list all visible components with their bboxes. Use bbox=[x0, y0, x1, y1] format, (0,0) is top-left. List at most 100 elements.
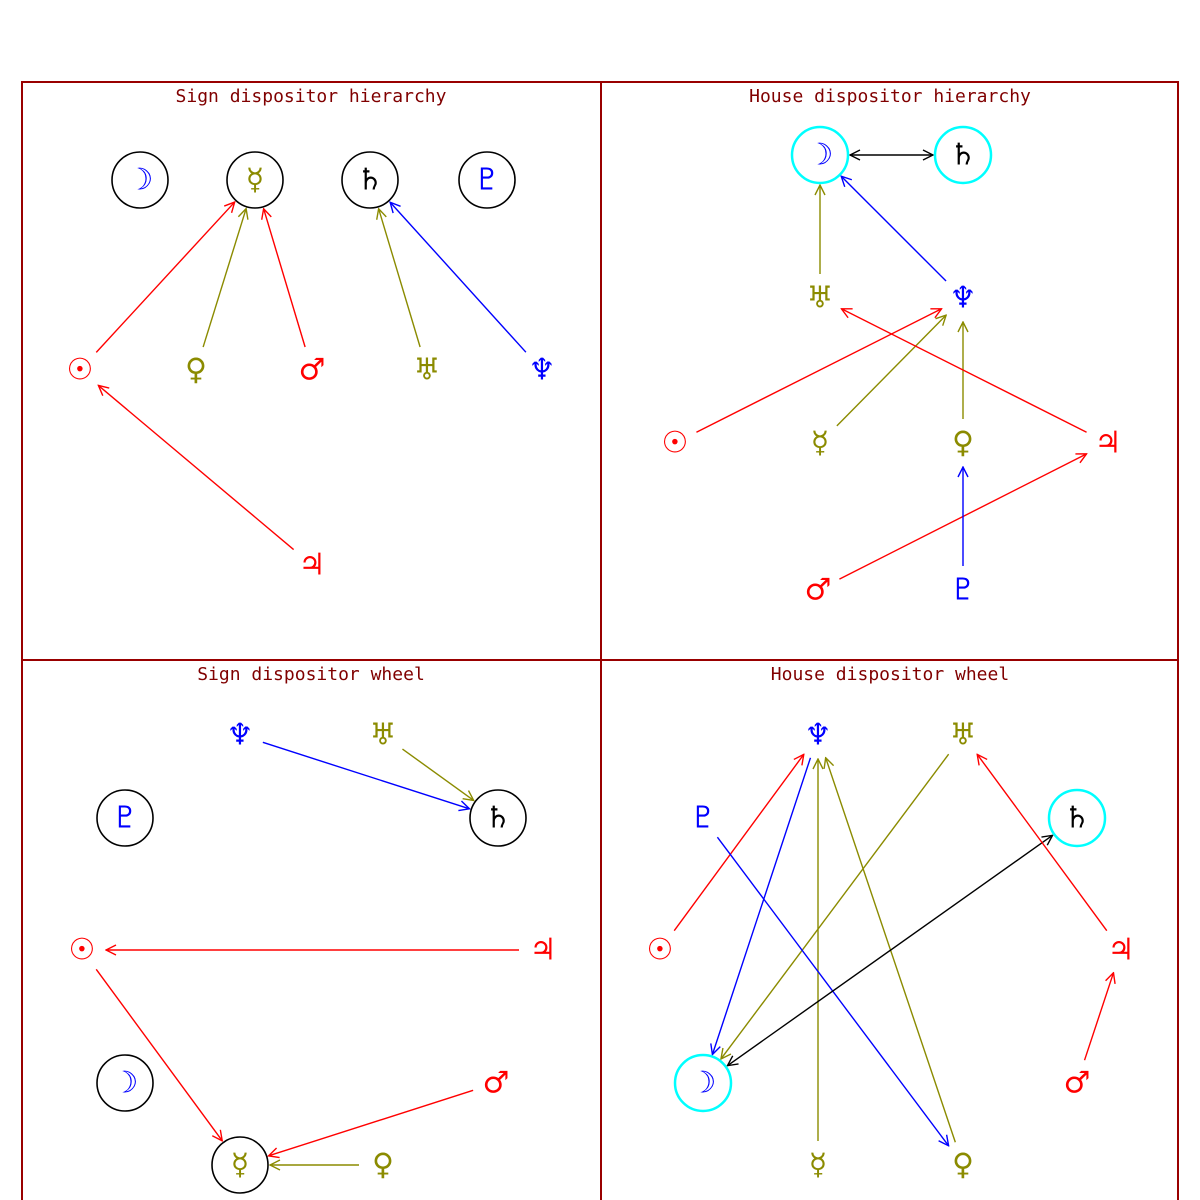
uranus-icon: ♅ bbox=[370, 718, 397, 753]
jupiter-icon: ♃ bbox=[299, 548, 326, 583]
planet-mercury: ☿ bbox=[809, 1148, 827, 1183]
jupiter-icon: ♃ bbox=[1095, 426, 1122, 461]
planet-jupiter: ♃ bbox=[299, 548, 326, 583]
edge-mars-to-jupiter bbox=[1083, 973, 1114, 1061]
neptune-icon: ♆ bbox=[805, 718, 832, 753]
ruler-ring bbox=[226, 151, 284, 209]
planet-sun: ☉ bbox=[662, 426, 689, 461]
venus-icon: ♀ bbox=[185, 353, 207, 388]
moon-icon: ☽ bbox=[807, 138, 834, 173]
sun-icon: ☉ bbox=[647, 933, 674, 968]
venus-icon: ♀ bbox=[952, 426, 974, 461]
planet-uranus: ♅ bbox=[414, 353, 441, 388]
planet-sun: ☉ bbox=[69, 933, 96, 968]
sun-icon: ☉ bbox=[67, 353, 94, 388]
planet-uranus: ♅ bbox=[807, 281, 834, 316]
planet-mars: ♂ bbox=[483, 1066, 510, 1101]
ruler-ring bbox=[673, 1053, 733, 1113]
planet-saturn: ♄ bbox=[469, 789, 527, 847]
edge-neptune-to-moon bbox=[712, 757, 812, 1055]
edge-sun-to-neptune bbox=[673, 754, 804, 932]
edge-jupiter-to-uranus bbox=[977, 754, 1108, 932]
ruler-ring bbox=[111, 151, 169, 209]
panel-sign-hierarchy: Sign dispositor hierarchy ☽☿♄♇☉♀♂♅♆♃ bbox=[21, 81, 602, 661]
planet-venus: ♀ bbox=[185, 353, 207, 388]
panel-sign-wheel: Sign dispositor wheel ♆ ♅ ♄ ♇ ☉ ♃ ☽ ♂ ☿ ♀ bbox=[21, 659, 602, 1200]
planet-mercury: ☿ bbox=[811, 426, 829, 461]
neptune-icon: ♆ bbox=[950, 281, 977, 316]
uranus-icon: ♅ bbox=[414, 353, 441, 388]
planet-saturn: ♄ bbox=[1047, 788, 1107, 848]
edge-uranus-to-saturn bbox=[402, 748, 473, 800]
ruler-ring bbox=[469, 789, 527, 847]
pluto-icon: ♇ bbox=[950, 573, 977, 608]
planet-jupiter: ♃ bbox=[1108, 933, 1135, 968]
neptune-icon: ♆ bbox=[529, 353, 556, 388]
edge-sun-to-neptune bbox=[696, 309, 941, 433]
sun-icon: ☉ bbox=[662, 426, 689, 461]
mars-icon: ♂ bbox=[483, 1066, 510, 1101]
edge-jupiter-to-sun bbox=[98, 385, 295, 551]
planet-neptune: ♆ bbox=[227, 718, 254, 753]
jupiter-icon: ♃ bbox=[530, 933, 557, 968]
panel-title: Sign dispositor hierarchy bbox=[176, 86, 447, 107]
edge-sun-to-mercury bbox=[95, 968, 222, 1140]
mars-icon: ♂ bbox=[299, 353, 326, 388]
edge-moon-to-saturn bbox=[727, 835, 1052, 1065]
venus-icon: ♀ bbox=[952, 1148, 974, 1183]
sun-icon: ☉ bbox=[69, 933, 96, 968]
edge-mars-to-mercury bbox=[269, 1089, 474, 1156]
edge-jupiter-to-uranus bbox=[841, 309, 1087, 433]
mercury-icon: ☿ bbox=[246, 163, 264, 198]
ruler-ring bbox=[458, 151, 516, 209]
edge-uranus-to-saturn bbox=[379, 209, 421, 348]
mercury-icon: ☿ bbox=[231, 1148, 249, 1183]
planet-pluto: ♇ bbox=[950, 573, 977, 608]
planet-moon: ☽ bbox=[96, 1054, 154, 1112]
edge-venus-to-mercury bbox=[202, 209, 246, 348]
edge-neptune-to-saturn bbox=[262, 741, 470, 808]
mercury-icon: ☿ bbox=[809, 1148, 827, 1183]
ruler-ring bbox=[96, 1054, 154, 1112]
ruler-ring bbox=[933, 125, 993, 185]
planet-neptune: ♆ bbox=[950, 281, 977, 316]
panel-title: House dispositor hierarchy bbox=[749, 86, 1031, 107]
panel-frame bbox=[600, 81, 1179, 661]
saturn-icon: ♄ bbox=[1064, 801, 1091, 836]
planet-uranus: ♅ bbox=[370, 718, 397, 753]
edge-neptune-to-moon bbox=[841, 176, 947, 282]
edge-mars-to-mercury bbox=[264, 209, 306, 348]
moon-icon: ☽ bbox=[127, 163, 154, 198]
panel-title: House dispositor wheel bbox=[771, 664, 1009, 685]
planet-jupiter: ♃ bbox=[530, 933, 557, 968]
mercury-icon: ☿ bbox=[811, 426, 829, 461]
edge-sun-to-mercury bbox=[95, 202, 234, 353]
edge-mercury-to-neptune bbox=[836, 315, 946, 427]
saturn-icon: ♄ bbox=[485, 801, 512, 836]
edge-neptune-to-saturn bbox=[390, 202, 527, 353]
venus-icon: ♀ bbox=[372, 1148, 394, 1183]
ruler-ring bbox=[1047, 788, 1107, 848]
panel-house-wheel: House dispositor wheel ♆ ♅ ♄ ♇ ☉ ♃ ☽ ♂ ☿ ♀ bbox=[600, 659, 1179, 1200]
planet-mars: ♂ bbox=[1064, 1066, 1091, 1101]
planet-moon: ☽ bbox=[111, 151, 169, 209]
saturn-icon: ♄ bbox=[950, 138, 977, 173]
planet-pluto: ♇ bbox=[96, 789, 154, 847]
uranus-icon: ♅ bbox=[950, 718, 977, 753]
planet-venus: ♀ bbox=[372, 1148, 394, 1183]
panel-title: Sign dispositor wheel bbox=[197, 664, 425, 685]
planet-uranus: ♅ bbox=[950, 718, 977, 753]
uranus-icon: ♅ bbox=[807, 281, 834, 316]
planet-mars: ♂ bbox=[299, 353, 326, 388]
planet-pluto: ♇ bbox=[458, 151, 516, 209]
planet-saturn: ♄ bbox=[933, 125, 993, 185]
planet-moon: ☽ bbox=[673, 1053, 733, 1113]
pluto-icon: ♇ bbox=[474, 163, 501, 198]
planet-pluto: ♇ bbox=[690, 801, 717, 836]
pluto-icon: ♇ bbox=[690, 801, 717, 836]
planet-neptune: ♆ bbox=[805, 718, 832, 753]
planet-mercury: ☿ bbox=[226, 151, 284, 209]
panel-house-hierarchy: House dispositor hierarchy ☽♄♅♆☉☿♀♃♂♇ bbox=[600, 81, 1179, 661]
planet-moon: ☽ bbox=[790, 125, 850, 185]
moon-icon: ☽ bbox=[690, 1066, 717, 1101]
